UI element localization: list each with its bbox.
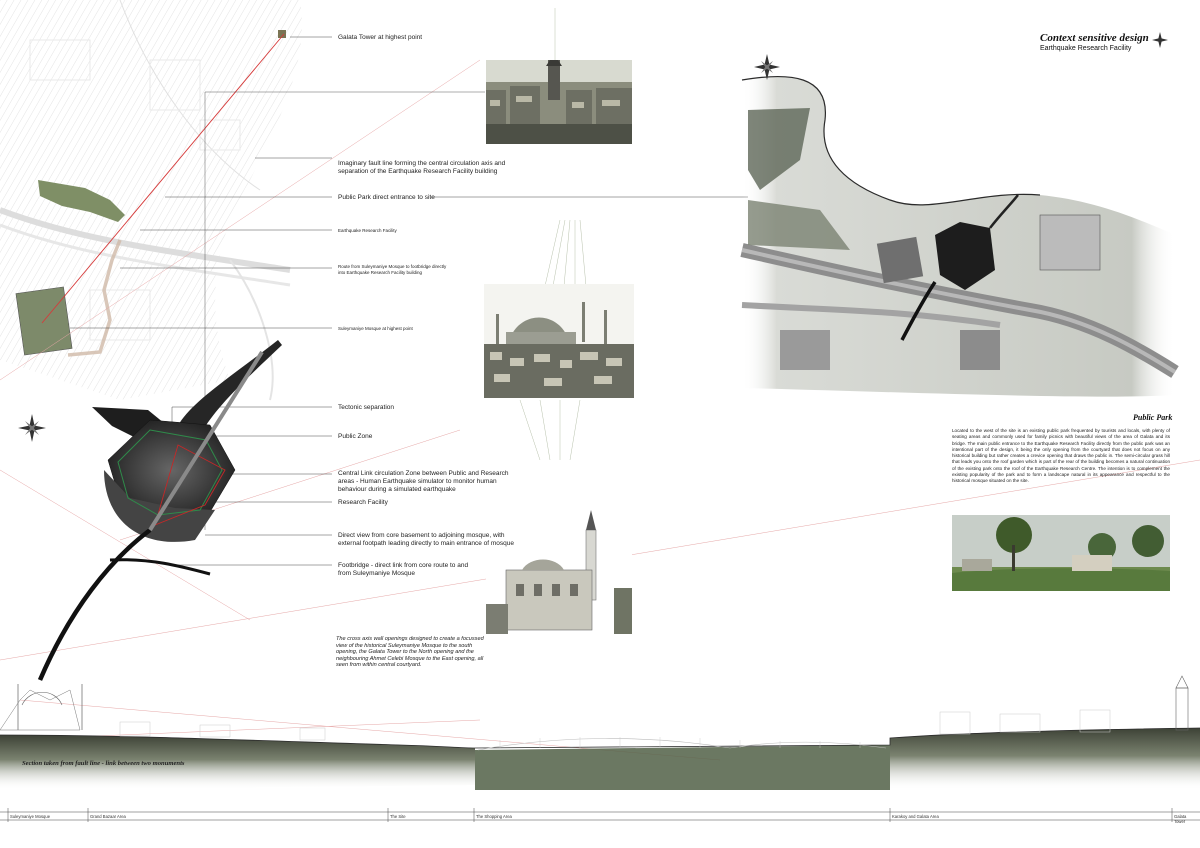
ground-section [0,675,1200,790]
public-park-text: Located to the west of the site is an ex… [952,428,1170,484]
ruler-label-shopping: The Shopping Area [476,814,512,819]
label-route: Route from Suleymaniye Mosque to footbri… [338,264,447,275]
label-direct-view: Direct view from core basement to adjoin… [338,532,514,547]
section-title: Section taken from fault line - link bet… [22,760,185,767]
label-galata: Galata Tower at highest point [338,34,423,41]
right-map [740,75,1179,397]
compass-rose-icon [18,414,46,442]
park-strip [38,180,125,222]
label-suleymaniye: Suleymaniye Mosque at highest point [338,326,413,331]
leader-lines [70,36,748,566]
public-park-heading: Public Park [1133,413,1173,422]
ruler-label-karakoy: Karakoy and Galata Area [892,814,939,819]
label-park-entrance: Public Park direct entrance to site [338,194,435,201]
ruler-label-grand-bazaar: Grand Bazaar Area [90,814,126,819]
fault-line [41,33,285,324]
galata-map-marker [278,30,286,38]
site-plan [37,340,282,681]
label-research: Research Facility [338,499,388,506]
galata-tower-photo [486,60,632,144]
label-central-link: Central Link circulation Zone between Pu… [338,470,509,493]
public-park-photo [952,515,1170,591]
design-quote: The cross axis wall openings designed to… [336,636,484,669]
section-ruler [0,808,1200,822]
footbridge-route [67,239,122,357]
compass-rose-icon [1152,32,1168,48]
suleymaniye-mosque-photo [484,284,634,398]
label-fault-line: Imaginary fault line forming the central… [338,160,506,175]
label-erf: Earthquake Research Facility [338,228,397,233]
ruler-label-site: The Site [390,814,406,819]
label-public-zone: Public Zone [338,433,373,440]
ruler-label-galata: Galata Tower [1174,814,1187,824]
ahmet-celebi-mosque-photo [486,508,632,634]
ruler-label-suleymaniye: Suleymaniye Mosque [10,814,51,819]
label-tectonic: Tectonic separation [338,404,395,411]
page-subtitle: Earthquake Research Facility [1040,45,1132,52]
page-title: Context sensitive design [1040,32,1149,44]
left-city-map [0,0,302,401]
label-footbridge: Footbridge - direct link from core route… [338,562,469,577]
compass-rose-icon [754,54,780,80]
